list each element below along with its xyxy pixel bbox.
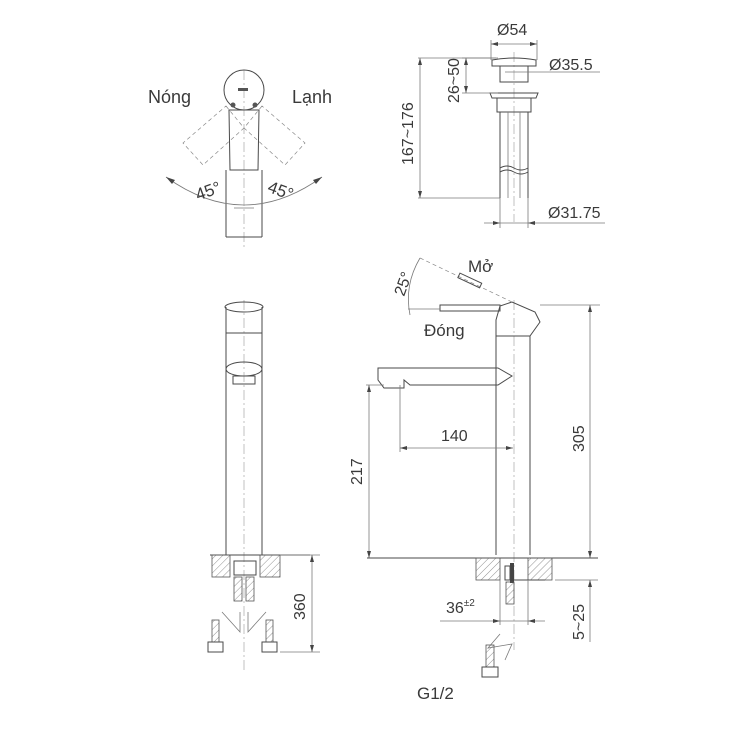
angle-right-label: 45° (265, 177, 296, 204)
open-label: Mở (468, 257, 493, 276)
front-view: 360 (207, 300, 320, 670)
hot-label: Nóng (148, 87, 191, 107)
spout-reach: 140 (441, 428, 468, 445)
drain-cap-diameter: Ø35.5 (549, 57, 593, 74)
spout-height: 217 (349, 458, 366, 485)
drain-length: 167~176 (400, 102, 417, 165)
thread-label: G1/2 (417, 684, 454, 703)
drain-pipe-diameter: Ø31.75 (548, 205, 601, 222)
total-height: 305 (571, 425, 588, 452)
closed-label: Đóng (424, 321, 465, 340)
deck-thickness: 5~25 (571, 604, 588, 640)
drain-view: Ø54 Ø35.5 Ø31.75 26~50 1 (400, 22, 605, 228)
angle-left-label: 45° (193, 178, 224, 205)
hose-length: 360 (292, 593, 309, 620)
drain-stroke: 26~50 (446, 58, 463, 103)
side-view: 25° Mở Đóng 140 217 305 (349, 257, 600, 703)
hole-diameter: 36±2 (446, 598, 475, 617)
cold-label: Lạnh (292, 87, 332, 107)
top-view: Nóng Lạnh 45° 45° (148, 69, 332, 248)
drain-top-diameter: Ø54 (497, 22, 527, 39)
